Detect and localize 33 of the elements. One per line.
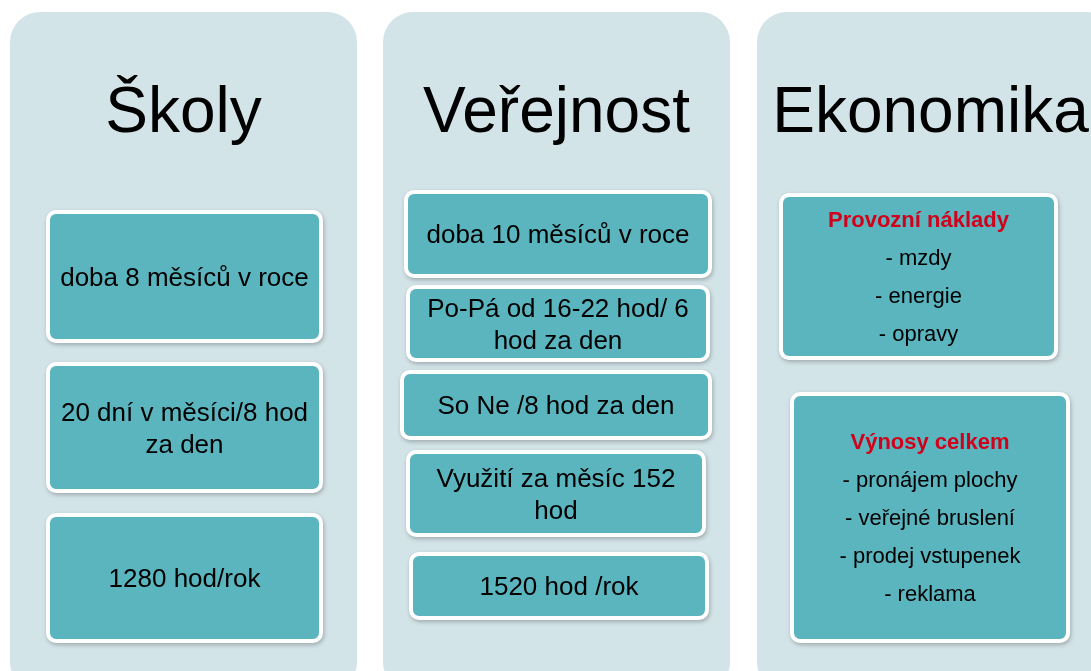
- info-box: [46, 210, 323, 343]
- list-item: - opravy: [878, 319, 959, 348]
- info-box: [409, 552, 709, 620]
- column-title: Veřejnost: [422, 74, 691, 146]
- box-text: doba 10 měsíců v roce: [426, 218, 690, 250]
- info-box: [406, 285, 710, 362]
- list-item: - prodej vstupenek: [839, 541, 1021, 570]
- info-box: [46, 513, 323, 643]
- column-panel: [757, 12, 1091, 671]
- box-text: 20 dní v měsíci/8 hod za den: [59, 395, 310, 460]
- box-text: Využití za měsíc 152 hod: [435, 461, 677, 526]
- box-text: 1520 hod /rok: [479, 570, 639, 602]
- column-panel: [10, 12, 357, 671]
- list-item: - reklama: [884, 579, 976, 608]
- box-text: So Ne /8 hod za den: [437, 389, 675, 421]
- box-text: doba 8 měsíců v roce: [60, 260, 309, 293]
- info-box: [790, 392, 1070, 643]
- info-box: [406, 450, 706, 537]
- box-heading: Provozní náklady: [828, 205, 1009, 234]
- box-text: Po-Pá od 16-22 hod/ 6 hod za den: [426, 291, 690, 356]
- box-heading: Výnosy celkem: [850, 427, 1010, 456]
- list-item: - pronájem plochy: [842, 465, 1018, 494]
- column-panel: [383, 12, 730, 671]
- box-text: 1280 hod/rok: [108, 562, 261, 594]
- list-item: - energie: [875, 281, 962, 310]
- info-box: [779, 193, 1058, 360]
- info-box: [400, 370, 712, 440]
- column-title: Ekonomika: [771, 74, 1090, 146]
- list-item: - veřejné bruslení: [845, 503, 1015, 532]
- info-box: [46, 362, 323, 493]
- column-title: Školy: [104, 74, 263, 146]
- list-item: - mzdy: [885, 243, 952, 272]
- info-box: [404, 190, 712, 278]
